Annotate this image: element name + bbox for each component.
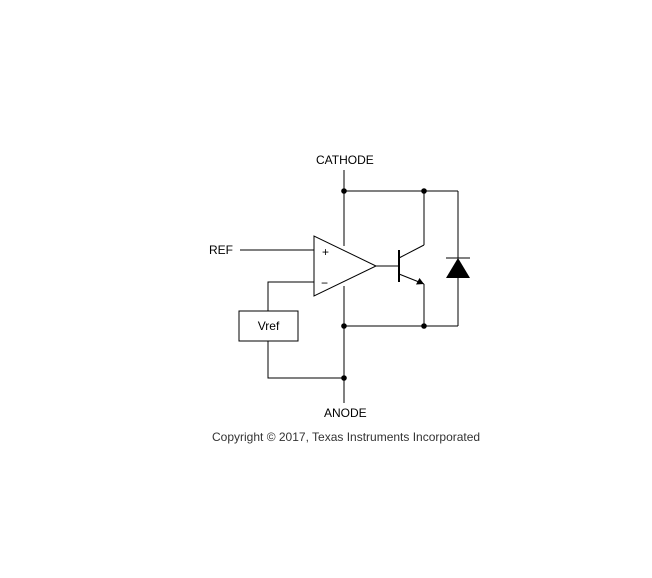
lower-junction-left [341, 323, 347, 329]
diode-icon [446, 258, 470, 278]
opamp-minus-sign: − [321, 276, 328, 290]
cathode-junction-left [341, 188, 347, 194]
transistor-collector [398, 244, 425, 259]
copyright-text: Copyright © 2017, Texas Instruments Inco… [212, 430, 480, 444]
emitter-arrow-icon [416, 278, 424, 285]
lower-junction-right [421, 323, 427, 329]
ref-label: REF [209, 243, 233, 257]
cathode-junction-right [421, 188, 427, 194]
anode-label: ANODE [324, 406, 367, 420]
opamp-plus-sign: + [322, 245, 329, 259]
vref-to-anode-wire [267, 341, 344, 379]
opamp-triangle [313, 235, 378, 297]
vref-label: Vref [258, 319, 280, 333]
vref-to-inverting-wire [267, 281, 314, 311]
cathode-label: CATHODE [316, 153, 374, 167]
